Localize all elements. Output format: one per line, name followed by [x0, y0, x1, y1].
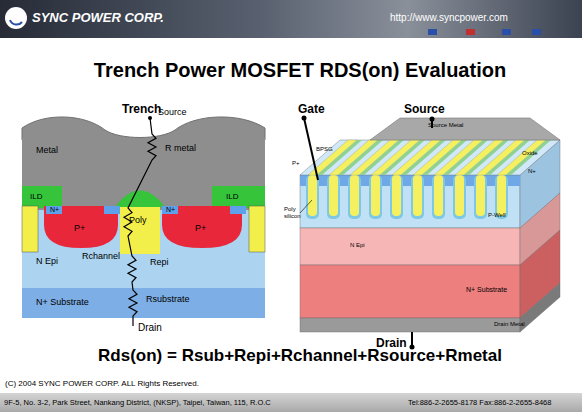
- device-layer: [300, 265, 520, 318]
- node-text: Metal: [36, 146, 58, 155]
- poly-stripe: [497, 140, 546, 175]
- part-label: Gate: [298, 103, 325, 115]
- metal-surface: [22, 117, 265, 140]
- trench-poly: [497, 175, 506, 216]
- trench-oxide: [348, 175, 361, 219]
- layer-box: N+ Substrate: [22, 288, 265, 318]
- terminal-dot: [302, 116, 307, 121]
- part-label: Rsubstrate: [146, 295, 190, 304]
- node-text: N+ Substrate: [36, 298, 89, 307]
- part-label: Oxide: [522, 150, 538, 156]
- layer-box: ILD: [212, 186, 265, 208]
- layer-box: Poly: [120, 206, 160, 254]
- part-label: N Epi: [350, 242, 365, 248]
- trench-poly: [308, 175, 317, 216]
- node-text: P+: [74, 224, 85, 233]
- part-label: Source Metal: [428, 122, 463, 128]
- device-layer: [300, 318, 520, 332]
- formula: Rds(on) = Rsub+Repi+Rchannel+Rsource+Rme…: [98, 347, 502, 364]
- node-text: P+: [195, 224, 206, 233]
- copyright-note: (C) 2004 SYNC POWER CORP. ALL Rights Res…: [5, 380, 199, 388]
- node-text: N Epi: [36, 257, 58, 266]
- trench-oxide: [306, 175, 319, 219]
- trench-oxide: [432, 175, 445, 219]
- part-label: Source: [158, 108, 187, 117]
- part-label: N+ Substrate: [466, 286, 507, 293]
- part-label: N+: [528, 168, 536, 174]
- layer-box: 9F-5, No. 3-2, Park Street, Nankang Dist…: [0, 393, 582, 412]
- trench-poly: [455, 175, 464, 216]
- trench-oxide: [474, 175, 487, 219]
- trench-oxide: [390, 175, 403, 219]
- part-label: Rchannel: [82, 252, 120, 261]
- node-text: Tel:886-2-2655-8178 Fax:886-2-2655-8468: [408, 399, 551, 407]
- p-plus-region: [162, 206, 242, 248]
- part-label: Drain Metal: [494, 321, 525, 327]
- device-side-layer: [520, 283, 560, 332]
- source-metal-plate: [370, 118, 560, 140]
- part-label: P+: [292, 160, 300, 166]
- part-label: Trench: [122, 103, 161, 115]
- node-text: ILD: [226, 193, 238, 201]
- part-label: N+: [166, 206, 175, 213]
- part-label: N+: [50, 206, 59, 213]
- gate-lead: [304, 118, 318, 180]
- terminal-dot: [148, 116, 152, 120]
- trench-oxide: [369, 175, 382, 219]
- bpsg-stripe: [506, 140, 551, 175]
- node-text: SYNC POWER CORP.: [32, 11, 164, 24]
- slide-title: Trench Power MOSFET RDS(on) Evaluation: [94, 60, 506, 80]
- trench-oxide: [327, 175, 340, 219]
- part-label: Poly silicon: [284, 206, 310, 219]
- trench-poly: [371, 175, 380, 216]
- node-text: 9F-5, No. 3-2, Park Street, Nankang Dist…: [4, 399, 271, 407]
- layer-box: SYNC POWER CORP. http://www.syncpower.com: [0, 0, 582, 38]
- trench-poly: [434, 175, 443, 216]
- trench-poly: [350, 175, 359, 216]
- device-layer: [300, 175, 520, 228]
- part-label: R metal: [165, 144, 196, 153]
- layer-box: ILD: [22, 186, 62, 208]
- part-label: BPSG: [316, 146, 333, 152]
- device-layer: [300, 228, 520, 265]
- part-label: Drain: [138, 323, 162, 333]
- terminal-dot: [430, 117, 435, 122]
- part-label: P-Well: [488, 212, 506, 218]
- trench-poly: [413, 175, 422, 216]
- part-label: Repi: [150, 258, 169, 267]
- trench-oxide: [453, 175, 466, 219]
- node-text: ILD: [30, 193, 42, 201]
- node-text: Poly: [129, 216, 147, 225]
- top-face: [300, 140, 560, 175]
- trench-oxide: [411, 175, 424, 219]
- trench-poly: [476, 175, 485, 216]
- part-label: Source: [404, 103, 445, 115]
- drain-lead: [411, 332, 413, 347]
- node-text: http://www.syncpower.com: [390, 13, 508, 23]
- leader-line: [300, 200, 312, 213]
- trench-poly: [392, 175, 401, 216]
- trench-poly: [329, 175, 338, 216]
- p-plus-region: [44, 206, 118, 248]
